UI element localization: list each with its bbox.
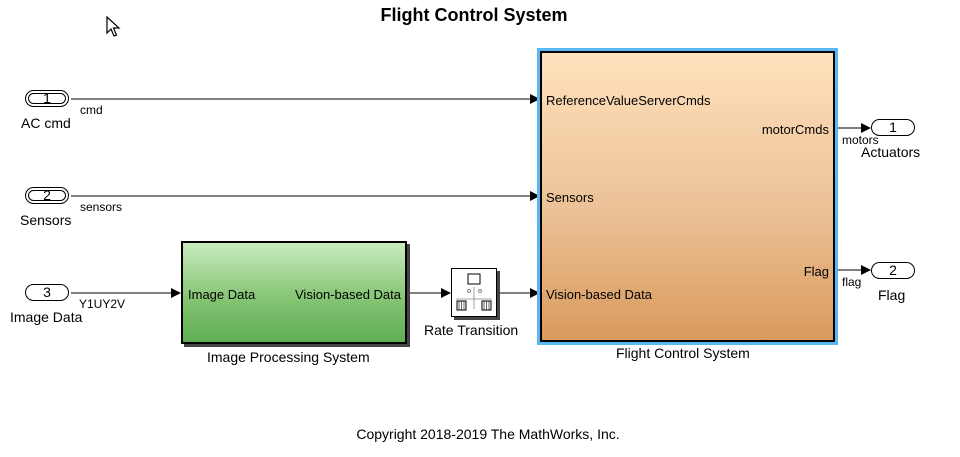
inport-3-number: 3 — [43, 284, 51, 300]
outport-1-number: 1 — [889, 119, 897, 135]
signal-label-flag: flag — [842, 275, 862, 289]
signal-label-y1uy2v: Y1UY2V — [79, 297, 126, 311]
image-processing-block[interactable]: Image Data Vision-based Data — [181, 241, 407, 344]
fcs-input-vision-label: Vision-based Data — [546, 287, 652, 302]
ips-output-port-label: Vision-based Data — [295, 287, 401, 302]
image-processing-label: Image Processing System — [207, 349, 370, 365]
rate-transition-label: Rate Transition — [424, 322, 519, 338]
outport-1[interactable]: 1 — [871, 119, 915, 136]
rate-transition-block[interactable] — [451, 268, 497, 317]
flight-control-label: Flight Control System — [616, 345, 750, 361]
inport-3-label: Image Data — [10, 309, 83, 325]
inport-2-frame — [28, 190, 66, 201]
outport-2[interactable]: 2 — [871, 262, 915, 279]
copyright-text: Copyright 2018-2019 The MathWorks, Inc. — [356, 426, 620, 442]
inport-2-label: Sensors — [20, 212, 72, 228]
inport-1[interactable]: 1 — [25, 90, 69, 107]
outport-2-number: 2 — [889, 262, 897, 278]
outport-1-label: Actuators — [861, 144, 921, 160]
inport-3[interactable]: 3 — [25, 284, 69, 301]
signal-label-motors: motors — [842, 133, 879, 147]
signal-label-sensors: sensors — [80, 200, 123, 214]
fcs-output-motorcmds-label: motorCmds — [761, 122, 829, 137]
mouse-cursor-icon — [106, 16, 121, 37]
rate-transition-icon — [456, 273, 492, 311]
diagram-title: Flight Control System — [380, 5, 568, 25]
inport-1-number: 1 — [43, 90, 51, 106]
fcs-input-sensors-label: Sensors — [546, 190, 594, 205]
flight-control-block[interactable]: ReferenceValueServerCmds Sensors Vision-… — [537, 48, 838, 345]
signal-label-cmd: cmd — [80, 103, 103, 117]
fcs-input-ref-label: ReferenceValueServerCmds — [546, 93, 711, 108]
outport-2-label: Flag — [878, 287, 906, 303]
fcs-output-flag-label: Flag — [803, 264, 829, 279]
inport-1-label: AC cmd — [21, 115, 71, 131]
inport-1-frame — [28, 93, 66, 104]
inport-2-number: 2 — [43, 187, 51, 203]
inport-2[interactable]: 2 — [25, 187, 69, 204]
ips-input-port-label: Image Data — [188, 287, 256, 302]
